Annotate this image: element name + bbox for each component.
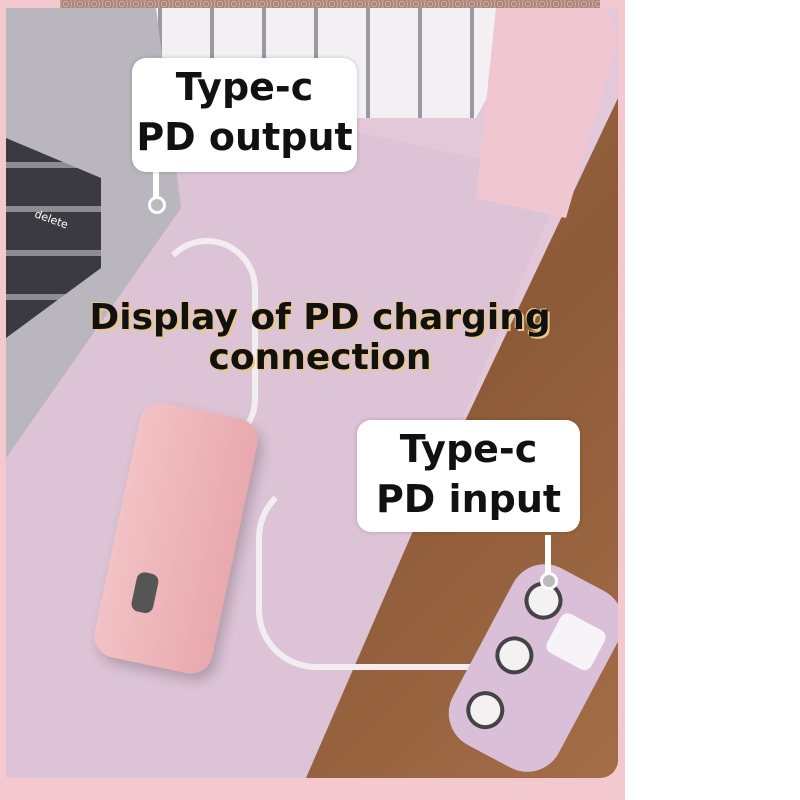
input-label-pin xyxy=(540,572,558,590)
charger-plug xyxy=(543,610,609,673)
output-label: Type-c PD output xyxy=(132,58,357,172)
output-cable xyxy=(156,238,258,450)
output-label-pin xyxy=(148,196,166,214)
socket xyxy=(488,629,541,682)
input-label-stem xyxy=(545,535,551,575)
socket xyxy=(459,684,511,736)
headline: Display of PD charging connection xyxy=(89,297,551,378)
product-photo: delete Type-c PD output Display of PD ch… xyxy=(0,0,625,800)
spiral-binding xyxy=(60,0,600,10)
input-label: Type-c PD input xyxy=(357,420,580,532)
output-label-stem xyxy=(153,170,159,200)
hub-slot xyxy=(130,570,160,615)
input-cable xyxy=(256,478,568,670)
